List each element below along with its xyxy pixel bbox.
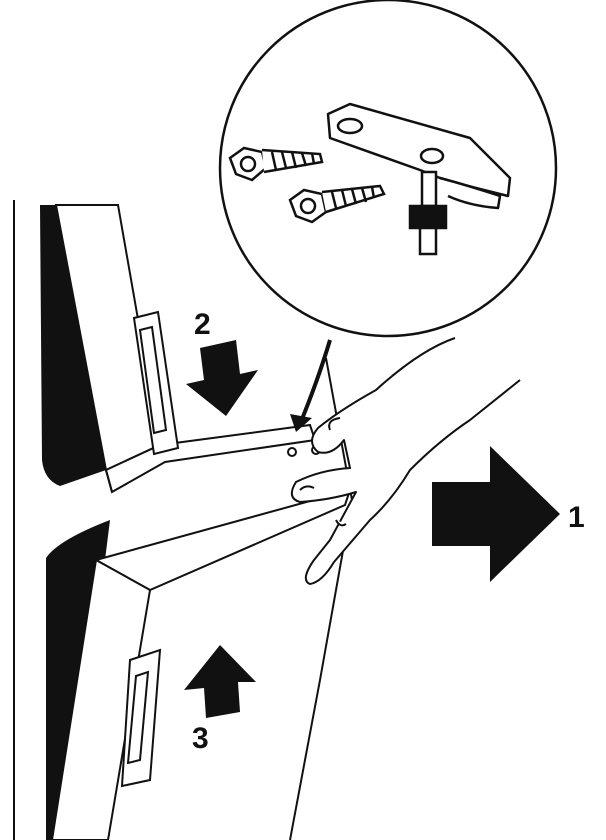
pointer-arrow (298, 339, 332, 425)
detail-inset (218, 0, 558, 338)
step-3-arrow (184, 645, 256, 718)
hinge-pin (408, 170, 448, 256)
hinge-hole (287, 447, 297, 457)
screw (228, 146, 324, 182)
upper-door-handle (132, 310, 180, 456)
step-1-arrow (432, 446, 560, 582)
lower-door (46, 488, 352, 840)
pointer-arrowhead (290, 414, 312, 432)
step-1-label: 1 (568, 501, 585, 534)
screw (288, 184, 386, 224)
lower-door-handle (120, 648, 162, 788)
step-2-label: 2 (194, 308, 211, 341)
hinge-plate (326, 102, 512, 210)
step-3-label: 3 (192, 722, 209, 755)
hand (290, 337, 521, 585)
step-2-arrow (186, 340, 258, 416)
